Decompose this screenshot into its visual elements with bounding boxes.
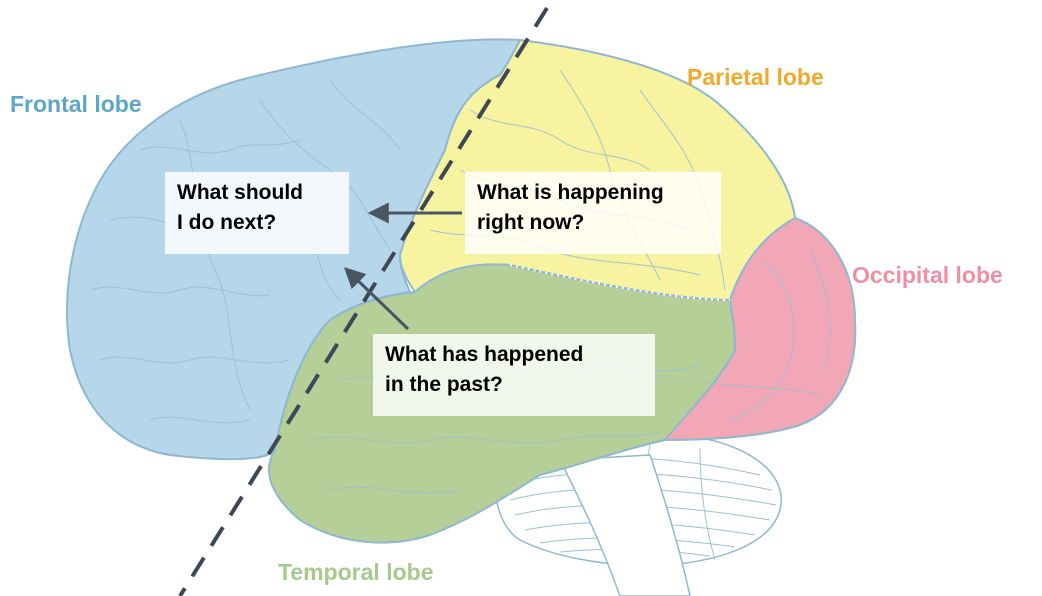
temporal-lobe-label: Temporal lobe	[278, 559, 434, 586]
parietal-lobe-label: Parietal lobe	[687, 64, 824, 91]
parietal-question-box: What is happening right now?	[465, 172, 721, 254]
temporal-question-box: What has happened in the past?	[373, 334, 655, 416]
frontal-lobe-label: Frontal lobe	[10, 91, 142, 118]
occipital-lobe-label: Occipital lobe	[852, 262, 1003, 289]
frontal-question-box: What should I do next?	[165, 172, 349, 254]
